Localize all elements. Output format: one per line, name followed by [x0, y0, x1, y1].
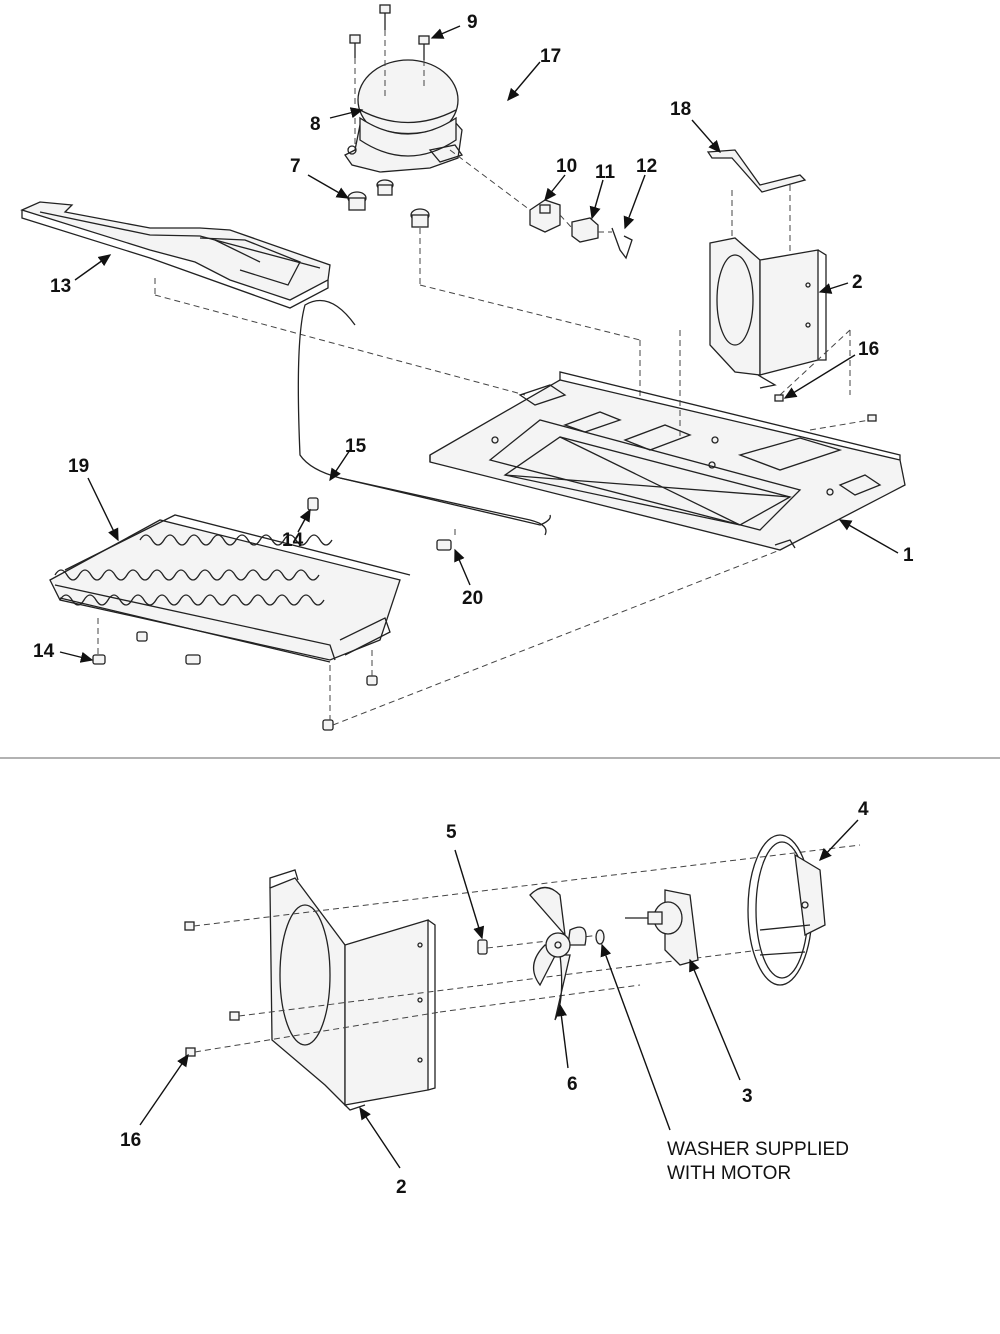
condenser-tube — [297, 299, 551, 536]
screw-16-bottom — [184, 921, 240, 1057]
bolt-left — [349, 34, 361, 58]
spacer — [92, 497, 452, 731]
condenser-coil — [49, 514, 411, 663]
callout-5: 5 — [446, 822, 457, 843]
washer — [595, 929, 605, 945]
callout-10: 10 — [556, 156, 577, 177]
bolt-9 — [418, 35, 430, 60]
fan-bracket-ring — [747, 834, 826, 986]
callout-13: 13 — [50, 276, 71, 297]
fan-shroud-bottom — [269, 869, 436, 1111]
callout-11: 11 — [595, 162, 616, 183]
callout-3: 3 — [742, 1086, 753, 1107]
compressor — [344, 59, 464, 173]
callout-14-b: 14 — [33, 641, 55, 662]
fan-clip — [477, 939, 488, 955]
screw-16 — [774, 394, 877, 422]
fan-blade — [529, 886, 587, 1021]
bolt-top-center — [379, 4, 391, 30]
fan-motor — [625, 889, 699, 966]
bracket — [706, 149, 807, 193]
base-plate — [429, 371, 906, 551]
callout-14-a: 14 — [282, 530, 304, 551]
clip — [611, 227, 633, 260]
callout-8: 8 — [310, 114, 321, 135]
relay — [529, 199, 561, 233]
callout-18: 18 — [670, 99, 691, 120]
callout-15: 15 — [345, 436, 367, 457]
callout-1: 1 — [903, 545, 914, 566]
drain-pan — [20, 201, 331, 309]
callout-4: 4 — [858, 799, 869, 820]
callout-7: 7 — [290, 156, 301, 177]
grommet — [347, 179, 430, 228]
callout-19: 19 — [68, 456, 89, 477]
callout-2-bottom: 2 — [396, 1177, 407, 1198]
callout-17: 17 — [540, 46, 561, 67]
callout-12: 12 — [636, 156, 657, 177]
callout-2-top: 2 — [852, 272, 863, 293]
callout-16-bottom: 16 — [120, 1130, 141, 1151]
fan-shroud-top — [709, 237, 827, 389]
callout-6: 6 — [567, 1074, 578, 1095]
overload — [571, 217, 599, 243]
note-washer-line2: WITH MOTOR — [667, 1163, 791, 1184]
callout-20: 20 — [462, 588, 483, 609]
note-washer-line1: WASHER SUPPLIED — [667, 1139, 849, 1160]
callout-9: 9 — [467, 12, 478, 33]
callout-16-top: 16 — [858, 339, 879, 360]
